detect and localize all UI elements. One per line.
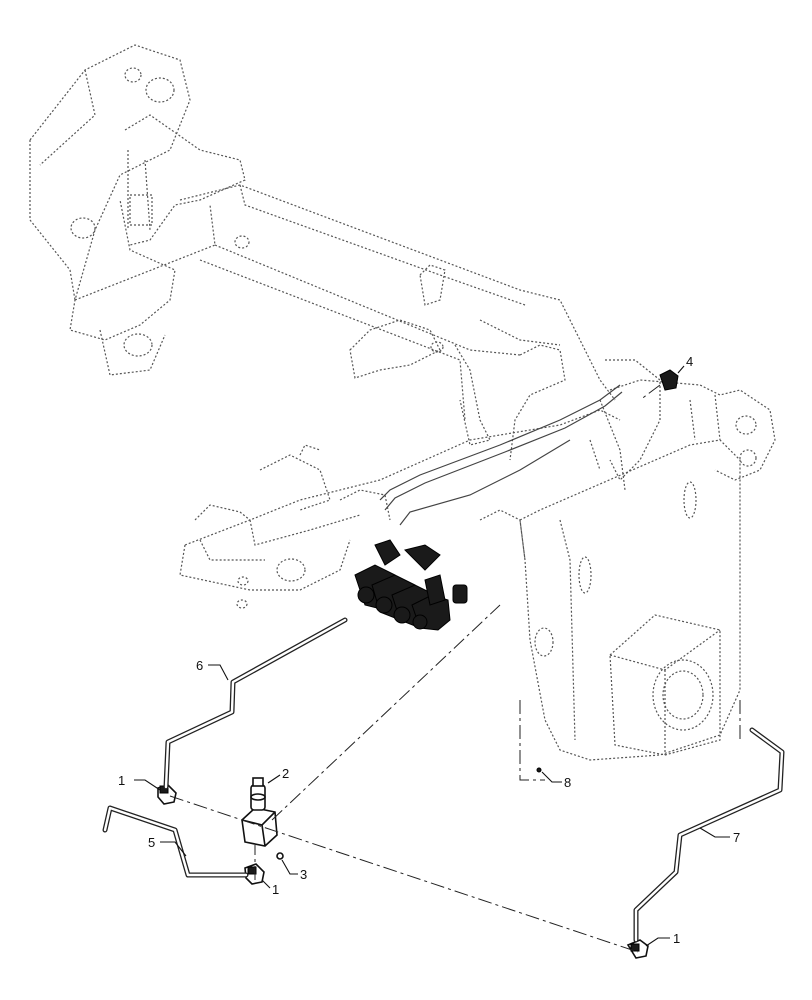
- callout-3: 3: [300, 867, 307, 882]
- callout-1-left: 1: [118, 773, 125, 788]
- control-valve-bank: [354, 539, 468, 631]
- callout-2: 2: [282, 766, 289, 781]
- hydraulic-lines-on-beam: [379, 384, 623, 526]
- callout-5: 5: [148, 835, 155, 850]
- callout-1-right: 1: [673, 931, 680, 946]
- callout-4: 4: [686, 354, 693, 369]
- valve-block-2: [241, 777, 278, 847]
- point-8: [536, 767, 542, 773]
- tube-5: [102, 805, 249, 878]
- callout-7: 7: [733, 830, 740, 845]
- plug-3: [276, 852, 284, 860]
- tube-7: [633, 727, 785, 943]
- tube-6: [163, 617, 348, 790]
- elbow-fitting-1-right: [626, 939, 649, 959]
- callout-6: 6: [196, 658, 203, 673]
- callout-8: 8: [564, 775, 571, 790]
- centerlines: [169, 384, 741, 953]
- callout-1-center: 1: [272, 882, 279, 897]
- fitting-4: [659, 369, 679, 391]
- leader-lines: [134, 365, 730, 947]
- callouts: 1 1 1 2 3 4 5 6 7 8: [118, 354, 740, 946]
- chassis-frame: [29, 44, 776, 761]
